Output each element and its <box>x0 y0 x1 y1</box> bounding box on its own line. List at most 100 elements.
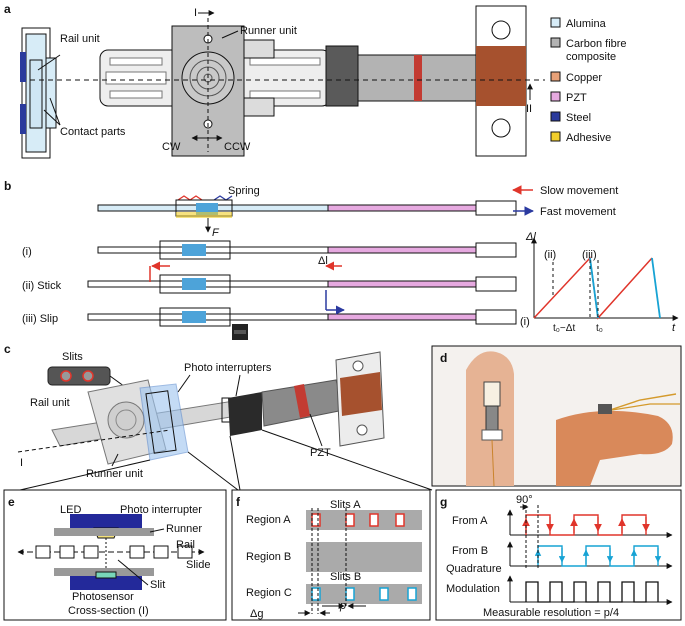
pzt-top <box>327 204 477 212</box>
label-resolution: Measurable resolution = p/4 <box>483 607 619 619</box>
rail-slits <box>35 545 193 559</box>
panel-label-e: e <box>8 495 15 509</box>
legend-label-alumina: Alumina <box>566 18 607 30</box>
label-quadrature: Quadrature <box>446 563 502 575</box>
carbon-block <box>325 45 359 107</box>
panel-b: b Spring F (i) (ii) Stick Δl (iii) Slip <box>4 179 679 334</box>
label-contact-parts: Contact parts <box>60 126 126 138</box>
slits-b-marks <box>311 587 417 601</box>
contact-row-i <box>182 244 206 256</box>
label-cw: CW <box>162 141 181 153</box>
panel-a: a Rail unit Contact parts <box>4 2 627 159</box>
rod-row-i <box>97 246 329 254</box>
runner-row-i <box>159 240 231 260</box>
signal-b <box>537 545 659 567</box>
label-row-ii: (ii) Stick <box>22 280 62 292</box>
material-legend: Alumina Carbon fibre composite Copper PZ… <box>550 17 627 144</box>
copper-mount-a <box>475 5 527 157</box>
slits-icon <box>47 366 111 386</box>
label-region-a: Region A <box>246 514 291 526</box>
mount-row-i <box>475 242 517 258</box>
label-photo-interrupter: Photo interrupter <box>120 504 202 516</box>
device-3d <box>51 351 385 465</box>
legend-swatch-adhesive <box>550 131 561 142</box>
label-delta-g: Δg <box>250 608 263 620</box>
label-region-b: Region B <box>246 551 291 563</box>
graph-tick-t0-dt: t₀−Δt <box>553 323 575 334</box>
label-from-a: From A <box>452 515 488 527</box>
legend-label-copper: Copper <box>566 72 602 84</box>
label-runner-unit-a: Runner unit <box>240 25 297 37</box>
label-rail-unit-c: Rail unit <box>30 397 70 409</box>
finger-photo <box>466 351 680 487</box>
legend-swatch-copper <box>550 71 561 82</box>
label-slow-movement: Slow movement <box>540 185 618 197</box>
rod-row-ii <box>87 280 329 288</box>
displacement-graph: Δl (ii) (iii) (i) t₀−Δt t₀ t <box>520 231 679 334</box>
panel-label-c: c <box>4 342 11 356</box>
label-cross-section: Cross-section (I) <box>68 605 149 617</box>
panel-g: g 90° From A From B Quadrature <box>435 489 682 621</box>
label-fast-movement: Fast movement <box>540 206 616 218</box>
rail-cross-section <box>20 27 57 159</box>
label-force: F <box>212 227 220 239</box>
contact-row-iii <box>182 311 206 323</box>
photosensor-icon <box>95 571 117 579</box>
graph-tick-t0: t₀ <box>596 323 603 334</box>
led-housing <box>70 514 142 528</box>
label-rail-unit-a: Rail unit <box>60 33 100 45</box>
label-slide: Slide <box>186 559 210 571</box>
spring-icon <box>177 195 203 201</box>
runner-top-plate <box>54 528 154 536</box>
label-slits: Slits <box>62 351 83 363</box>
label-slit: Slit <box>150 579 165 591</box>
legend-label-adhesive: Adhesive <box>566 132 611 144</box>
label-ccw: CCW <box>224 141 251 153</box>
legend-label-carbon-2: composite <box>566 51 616 63</box>
runner-row-iii <box>159 307 231 327</box>
panel-c: c Slits Photo interrupters Rail unit <box>4 324 433 491</box>
label-angle: 90° <box>516 494 533 506</box>
region-b-bar <box>306 542 422 572</box>
rod-row-iii <box>87 313 329 321</box>
pzt-row-iii <box>327 313 477 321</box>
label-spring: Spring <box>228 185 260 197</box>
signal-modulation <box>525 581 659 603</box>
panel-label-d: d <box>440 351 447 365</box>
region-c-bar <box>306 584 422 604</box>
legend-swatch-pzt <box>550 91 561 102</box>
graph-fast-line-2 <box>651 257 661 319</box>
label-section-I-c: I <box>20 457 23 469</box>
graph-label-ii: (ii) <box>544 249 556 261</box>
runner-row-ii <box>159 274 231 294</box>
graph-label-iii: (iii) <box>582 249 597 261</box>
label-runner-unit-c: Runner unit <box>86 468 143 480</box>
pzt-row-i <box>327 246 477 254</box>
spring-icon-2 <box>213 195 233 201</box>
panel-label-f: f <box>236 495 241 509</box>
label-pzt-c: PZT <box>310 447 331 459</box>
mount-row-ii <box>475 276 517 292</box>
signal-a <box>525 514 647 536</box>
label-row-iii: (iii) Slip <box>22 313 58 325</box>
label-from-b: From B <box>452 545 488 557</box>
label-led: LED <box>60 504 81 516</box>
adhesive-band <box>414 55 422 101</box>
legend-label-carbon: Carbon fibre <box>566 38 627 50</box>
graph-x-label: t <box>672 322 676 334</box>
contact-row-ii <box>182 278 206 290</box>
adhesive-top <box>176 212 232 218</box>
panel-label-g: g <box>440 495 447 509</box>
label-modulation: Modulation <box>446 583 500 595</box>
label-section-I-a: I <box>194 7 197 19</box>
label-region-c: Region C <box>246 587 292 599</box>
graph-fast-line <box>589 257 599 319</box>
label-photo-interrupters: Photo interrupters <box>184 362 272 374</box>
legend-swatch-steel <box>550 111 561 122</box>
label-photosensor: Photosensor <box>72 591 134 603</box>
legend-swatch-carbon <box>550 37 561 48</box>
panel-label-b: b <box>4 179 11 193</box>
panel-e: e LED Photo interrupter Runner Rail Slid… <box>3 489 227 621</box>
label-section-II: II <box>526 103 532 115</box>
